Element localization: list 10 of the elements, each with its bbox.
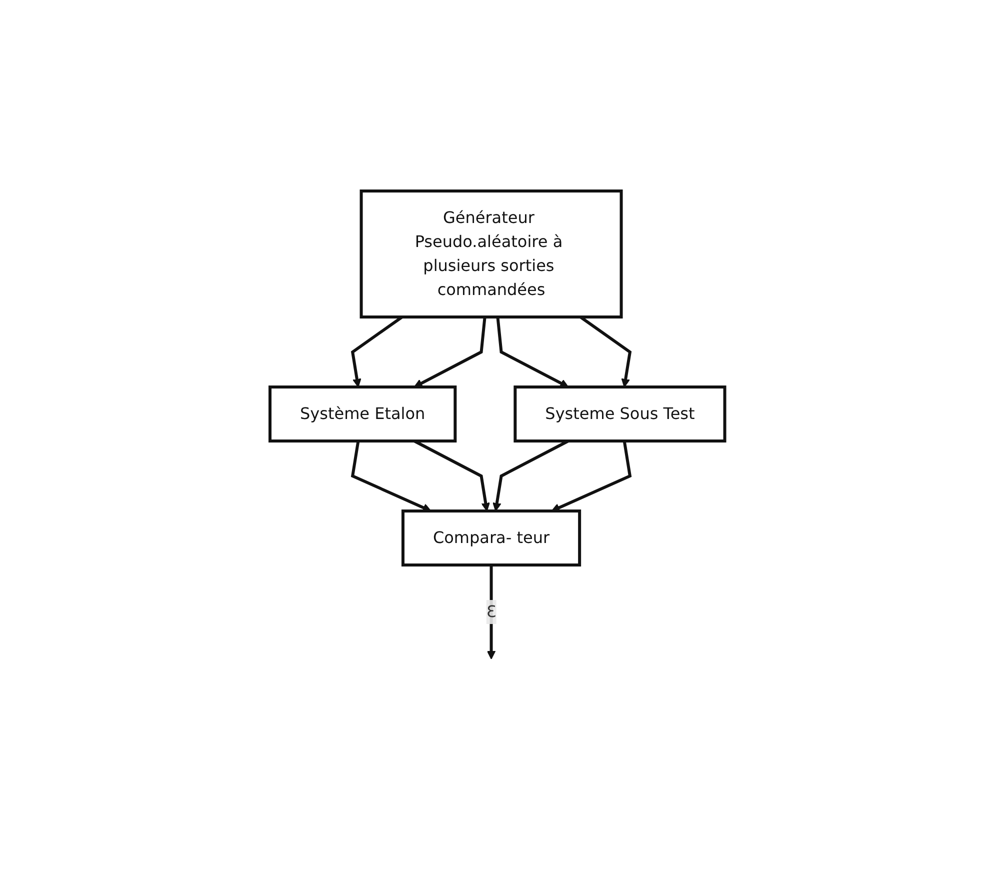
node-box: Générateur Pseudo.aléatoire à plusieurs sorties commandées <box>360 189 623 318</box>
node-box: Système Etalon <box>268 385 457 442</box>
node-box: Systeme Sous Test <box>514 385 726 442</box>
arrow <box>551 440 632 512</box>
edge-label: Ɛ <box>486 602 496 620</box>
arrow <box>351 440 432 512</box>
arrow <box>414 316 486 387</box>
arrow <box>486 564 496 659</box>
arrow <box>496 316 569 387</box>
node-box: Compara- teur <box>402 509 582 566</box>
